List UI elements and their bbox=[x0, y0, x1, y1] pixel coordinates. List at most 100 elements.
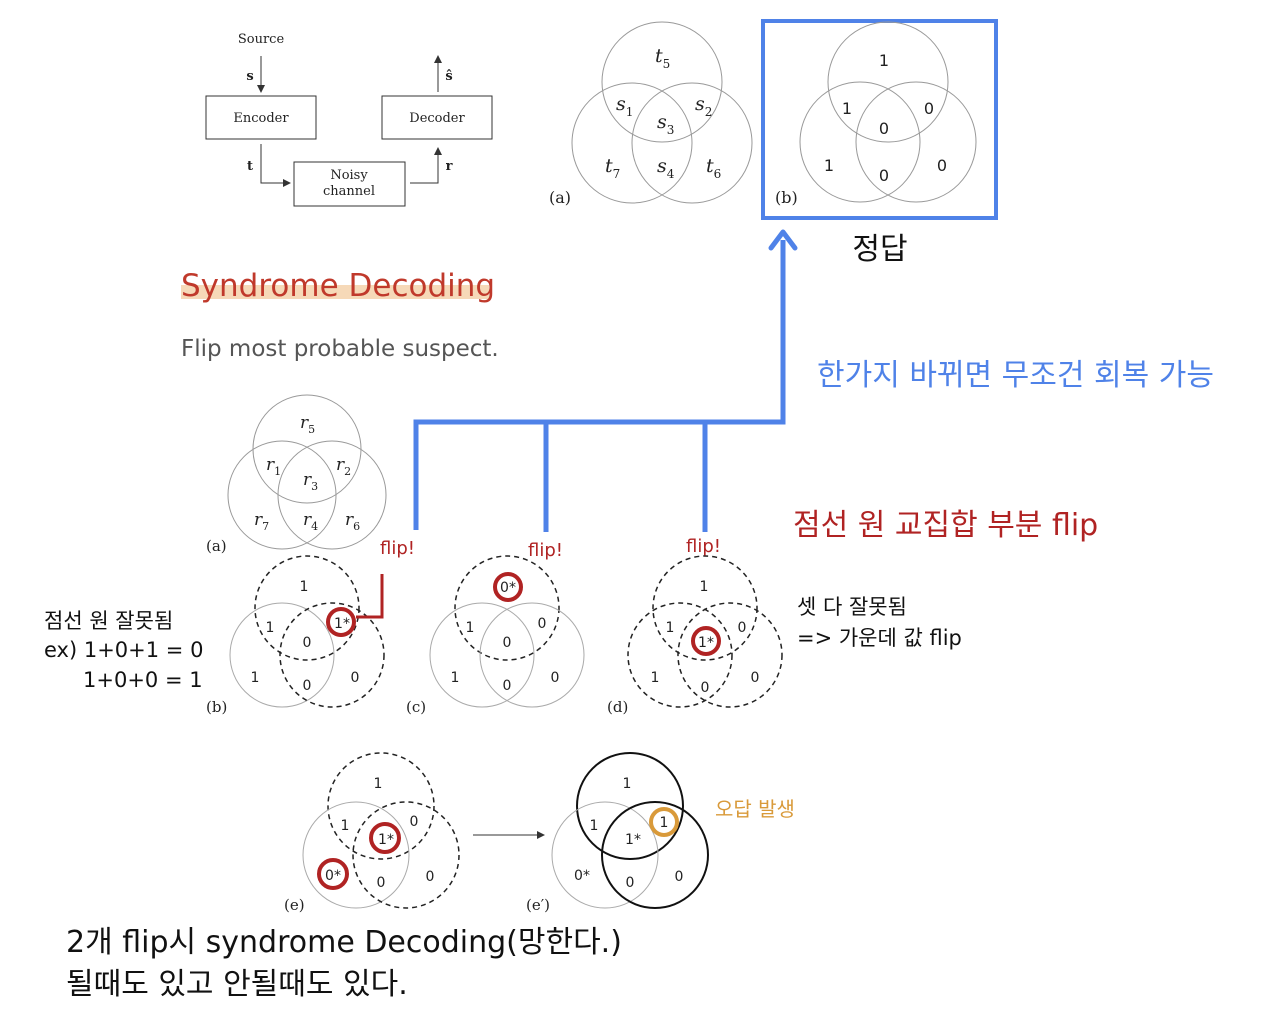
flip-label-b: flip! bbox=[380, 538, 415, 559]
venn-c-left: 1 bbox=[466, 620, 475, 636]
venn-d-label: (d) bbox=[607, 698, 628, 716]
venn-e2-top: 1 bbox=[623, 776, 632, 792]
source-label: Source bbox=[238, 32, 285, 47]
venn-d-right: 0 bbox=[738, 620, 747, 636]
venn-e-circle-left bbox=[302, 801, 410, 909]
venn-e-top: 1 bbox=[374, 776, 383, 792]
venn-d-diagram: 1 1 0 1* 1 0 0 (d) bbox=[607, 555, 783, 716]
venn-r-r3: r3 bbox=[303, 470, 318, 493]
venn-d-circle-right bbox=[677, 602, 783, 708]
venn-e2-bottom: 0 bbox=[626, 875, 635, 891]
venn-e2-right: 1 bbox=[660, 815, 669, 831]
venn-b-flip-pointer bbox=[356, 574, 384, 619]
venn-answer-right: 0 bbox=[924, 99, 934, 118]
venn-b-circle-right bbox=[279, 602, 385, 708]
venn-e2-left: 1 bbox=[590, 818, 599, 834]
venn-answer-center: 0 bbox=[879, 119, 889, 138]
venn-answer-circle-top bbox=[827, 21, 949, 143]
venn-t-diagram: t5 s1 s2 s3 s4 t7 t6 (a) bbox=[549, 21, 753, 207]
blue-note: 한가지 바뀌면 무조건 회복 가능 bbox=[817, 358, 1214, 393]
venn-answer-bottom: 0 bbox=[879, 166, 889, 185]
venn-b-top: 1 bbox=[300, 579, 309, 595]
venn-r-r5: r5 bbox=[300, 413, 315, 436]
venn-c-top: 0* bbox=[500, 580, 516, 596]
venn-t-s2: s2 bbox=[695, 93, 712, 119]
blue-connectors bbox=[413, 229, 798, 532]
s-label: s bbox=[246, 69, 253, 84]
venn-r-circle-left bbox=[227, 440, 337, 550]
venn-c-flip-highlight bbox=[493, 572, 523, 602]
venn-e-circle-right bbox=[352, 801, 460, 909]
s-hat-label: ŝ bbox=[445, 69, 452, 84]
venn-d-top: 1 bbox=[700, 579, 709, 595]
venn-d-flip-highlight bbox=[691, 626, 721, 656]
venn-t-circle-left bbox=[571, 82, 693, 204]
bottom-note-line2: 될때도 있고 안될때도 있다. bbox=[66, 967, 408, 1002]
noisy-channel-box bbox=[293, 161, 406, 207]
venn-answer-top: 1 bbox=[879, 51, 889, 70]
venn-d-bottom-right: 0 bbox=[751, 670, 760, 686]
flip-labels: flip! flip! flip! bbox=[380, 536, 721, 561]
venn-b-circle-top bbox=[254, 555, 360, 661]
venn-answer-label: (b) bbox=[775, 188, 798, 207]
venn-answer-circle-right bbox=[855, 81, 977, 203]
venn-b-flip-highlight bbox=[326, 607, 356, 637]
venn-e-right: 0 bbox=[410, 814, 419, 830]
venn-c-bottom: 0 bbox=[503, 678, 512, 694]
t-label: t bbox=[247, 159, 253, 174]
title-highlight bbox=[181, 285, 489, 299]
venn-b-bottom-left: 1 bbox=[251, 670, 260, 686]
venn-r-r6: r6 bbox=[345, 510, 360, 533]
orange-note: 오답 발생 bbox=[715, 797, 795, 821]
flip-label-d: flip! bbox=[686, 536, 721, 557]
channel-to-decoder-arrow bbox=[410, 147, 442, 184]
venn-b-right: 1* bbox=[334, 616, 350, 632]
answer-caption: 정답 bbox=[852, 232, 907, 267]
block-diagram: Source s Encoder ŝ Decoder t Noisy chann… bbox=[205, 32, 493, 207]
venn-r-circle-right bbox=[277, 440, 387, 550]
left-note-line1: 점선 원 잘못됨 bbox=[44, 609, 174, 633]
syndrome-subtitle: Flip most probable suspect. bbox=[181, 336, 499, 362]
venn-b-left: 1 bbox=[266, 620, 275, 636]
venn-t-t5: t5 bbox=[655, 45, 670, 71]
venn-c-diagram: 0* 1 0 0 1 0 0 (c) bbox=[406, 555, 585, 716]
venn-b-diagram: 1 1 1* 0 1 0 0 (b) bbox=[206, 555, 385, 716]
r-label: r bbox=[446, 159, 453, 174]
venn-t-s1: s1 bbox=[616, 93, 633, 119]
venn-answer-bottom-left: 1 bbox=[824, 156, 834, 175]
venn-c-bottom-left: 1 bbox=[451, 670, 460, 686]
venn-c-circle-top bbox=[454, 555, 560, 661]
venn-d-center: 1* bbox=[698, 635, 714, 651]
venn-d-bottom: 0 bbox=[701, 680, 710, 696]
venn-t-t6: t6 bbox=[706, 155, 721, 181]
venn-e-bottom: 0 bbox=[377, 875, 386, 891]
venn-e-bottom-left: 0* bbox=[325, 868, 341, 884]
venn-b-circle-left bbox=[229, 602, 335, 708]
decoder-box bbox=[381, 95, 493, 140]
venn-e2-circle-right bbox=[601, 801, 709, 909]
venn-t-t7: t7 bbox=[605, 155, 620, 181]
venn-t-label: (a) bbox=[549, 188, 571, 207]
venn-e-center: 1* bbox=[378, 832, 394, 848]
venn-e-bottom-right: 0 bbox=[426, 869, 435, 885]
answer-box bbox=[761, 19, 998, 220]
decoder-label: Decoder bbox=[409, 111, 465, 126]
red-note: 점선 원 교집합 부분 flip bbox=[793, 508, 1099, 543]
venn-b-label: (b) bbox=[206, 698, 227, 716]
venn-c-label: (c) bbox=[406, 698, 426, 716]
venn-t-s3: s3 bbox=[657, 111, 674, 137]
venn-t-s4: s4 bbox=[657, 155, 675, 181]
venn-e-left: 1 bbox=[341, 818, 350, 834]
left-note-line2: ex) 1+0+1 = 0 bbox=[44, 638, 204, 662]
noisy-label-1: Noisy bbox=[330, 168, 368, 183]
venn-d-circle-left bbox=[627, 602, 733, 708]
venn-e2-circle-left bbox=[551, 801, 659, 909]
venn-t-circle-right bbox=[631, 82, 753, 204]
right-note-line2: => 가운데 값 flip bbox=[797, 626, 962, 650]
noisy-label-2: channel bbox=[323, 184, 375, 199]
venn-e2-wrong-highlight bbox=[649, 807, 679, 837]
syndrome-title: Syndrome Decoding bbox=[181, 268, 496, 304]
venn-t-circle-top bbox=[601, 21, 723, 143]
left-note-line3: 1+0+0 = 1 bbox=[83, 668, 203, 692]
